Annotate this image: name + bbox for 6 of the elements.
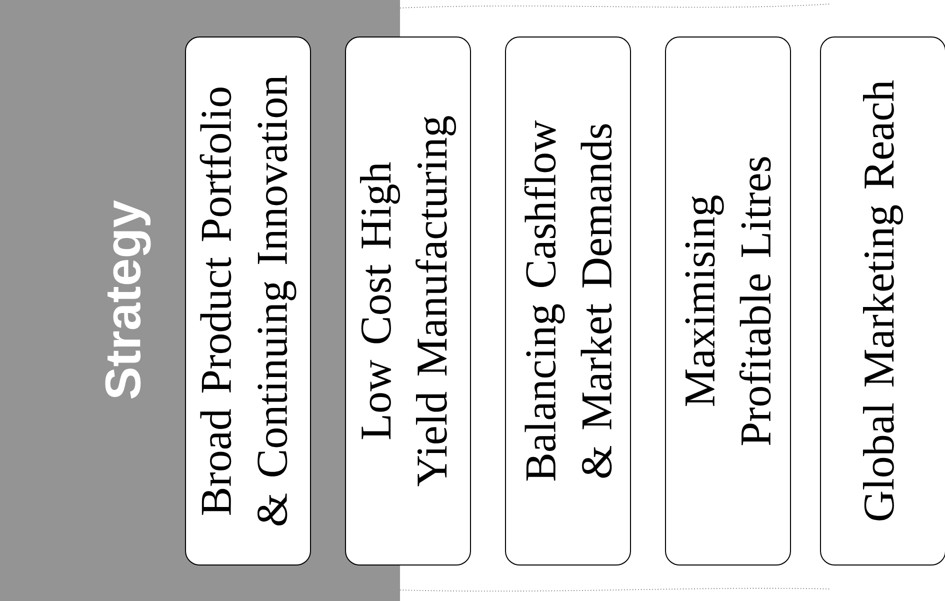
strategy-box: Low Cost High Yield Manufacturing bbox=[345, 36, 471, 566]
strategy-box: Broad Product Portfolio & Continuing Innovation bbox=[185, 36, 311, 566]
title: Strategy bbox=[105, 200, 151, 399]
strategy-box: Maximising Profitable Litres bbox=[665, 36, 791, 566]
strategy-box: Global Marketing Reach bbox=[820, 36, 945, 566]
strategy-box: Balancing Cashflow & Market Demands bbox=[505, 36, 631, 566]
